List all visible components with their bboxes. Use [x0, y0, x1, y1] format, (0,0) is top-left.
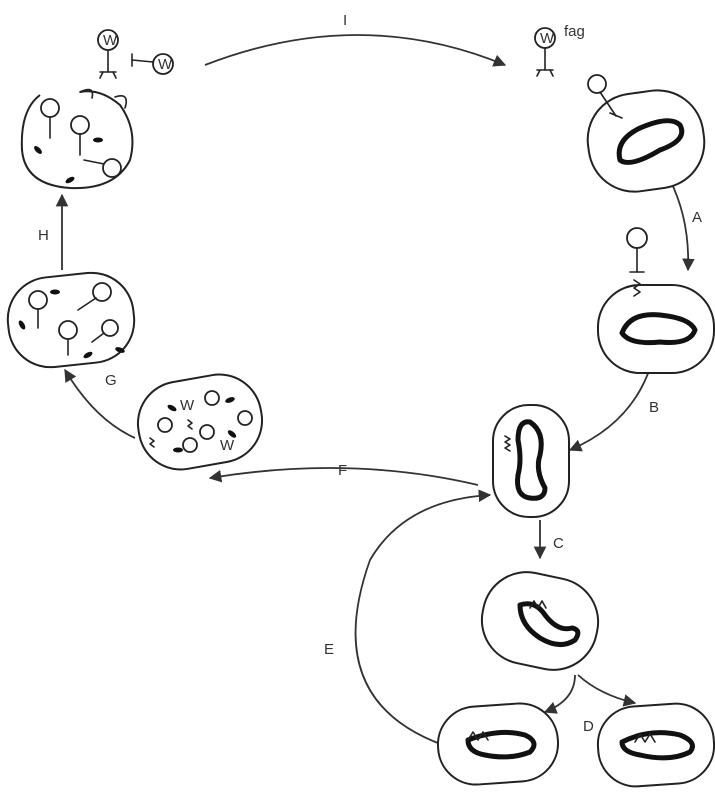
arrow-A: [670, 180, 688, 270]
cell-injection: [598, 228, 714, 373]
label-phage: fag: [564, 23, 585, 40]
label-F: F: [338, 462, 347, 479]
arrow-G: [65, 370, 135, 438]
cell-assembly: [4, 269, 139, 372]
arrow-I: [205, 35, 505, 65]
svg-text:W: W: [540, 30, 555, 47]
cell-replication: W W: [131, 368, 268, 476]
free-phage-top-left: W: [98, 30, 118, 78]
cell-daughter-right: [595, 701, 715, 789]
label-E: E: [324, 641, 334, 658]
label-B: B: [649, 399, 659, 416]
label-A: A: [692, 209, 702, 226]
arrow-D-left: [545, 675, 575, 712]
svg-text:W: W: [220, 437, 235, 454]
svg-text:W: W: [158, 56, 173, 73]
label-I: I: [343, 12, 347, 29]
label-D: D: [583, 718, 594, 735]
label-G: G: [105, 372, 117, 389]
label-H: H: [38, 227, 49, 244]
cell-daughter-left: [435, 701, 560, 787]
free-phage-top-right: W: [535, 28, 555, 76]
cell-lysis: [22, 90, 133, 189]
svg-text:W: W: [103, 32, 118, 49]
free-phage-top-left-2: W: [132, 54, 173, 74]
arrow-D-right: [578, 675, 635, 703]
cell-prophage: [474, 564, 607, 678]
cell-center: [493, 405, 569, 517]
svg-text:W: W: [180, 397, 195, 414]
cell-attachment: [582, 75, 711, 198]
label-C: C: [553, 535, 564, 552]
